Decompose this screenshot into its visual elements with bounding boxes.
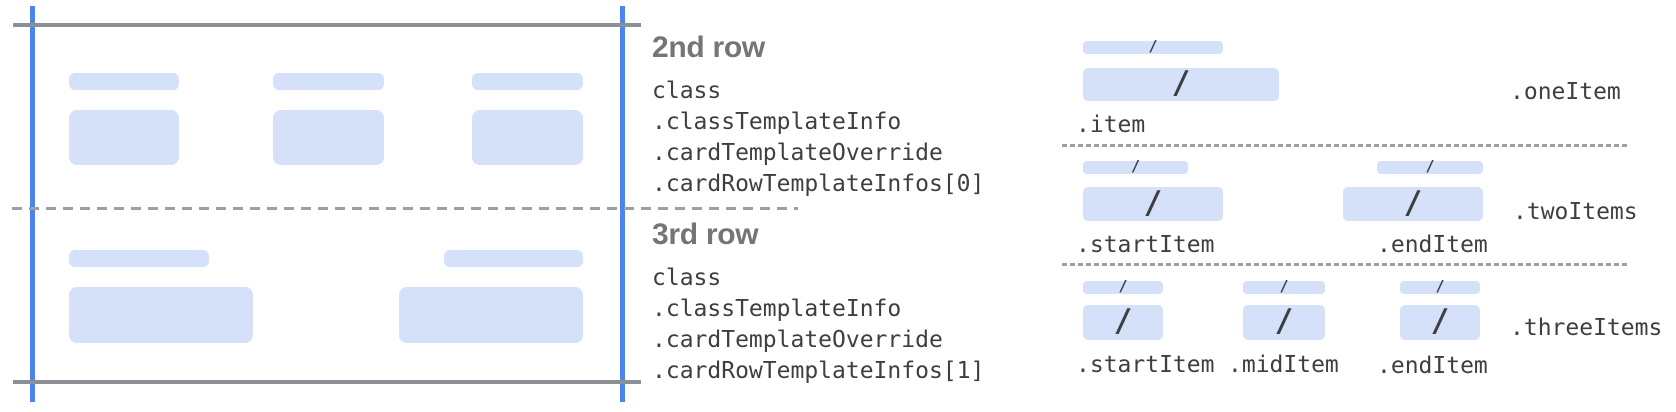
row2-heading: 2nd row [652, 31, 765, 64]
field-value-placeholder [472, 110, 583, 165]
card-top-line [13, 23, 641, 27]
slash-glyph: / [1435, 277, 1445, 295]
item-small-bar: / [1083, 157, 1188, 175]
item-small-bar: / [1083, 37, 1223, 55]
slash-glyph: / [1425, 157, 1435, 175]
field-label-placeholder [69, 250, 209, 267]
field-value-placeholder [273, 110, 384, 165]
code-line: .classTemplateInfo [652, 109, 902, 135]
item-large-bar: / [1343, 187, 1483, 221]
section-label-twoitems: .twoItems [1513, 199, 1638, 225]
item-large-bar: / [1083, 68, 1279, 101]
code-line: .cardTemplateOverride [652, 140, 943, 166]
item-small-bar: / [1400, 277, 1480, 295]
code-line: .cardTemplateOverride [652, 327, 943, 353]
row3-code-path: class .classTemplateInfo .cardTemplateOv… [652, 263, 984, 387]
slash-glyph: / [1274, 303, 1294, 339]
item-label: .startItem [1076, 232, 1215, 258]
item-label: .midItem [1228, 352, 1339, 378]
code-line: class [652, 265, 722, 291]
item-large-bar: / [1400, 305, 1480, 340]
item-large-bar: / [1083, 305, 1163, 340]
row-divider-dashed-line [12, 207, 798, 210]
card-bottom-line [13, 380, 641, 384]
field-label-placeholder [472, 73, 583, 90]
slash-glyph: / [1130, 157, 1141, 175]
item-small-bar: / [1083, 277, 1163, 295]
field-value-placeholder [69, 287, 253, 343]
slash-glyph: / [1143, 184, 1163, 221]
row3-heading: 3rd row [652, 218, 759, 251]
section-divider-dotted-line [1062, 144, 1630, 147]
slash-glyph: / [1430, 303, 1450, 339]
section-label-oneitem: .oneItem [1510, 79, 1621, 105]
field-value-placeholder [69, 110, 179, 165]
item-small-bar: / [1243, 277, 1325, 295]
slash-glyph: / [1118, 277, 1128, 295]
section-divider-dotted-line [1062, 263, 1630, 266]
item-label: .endItem [1377, 232, 1488, 258]
slash-glyph: / [1403, 184, 1423, 221]
field-label-placeholder [444, 250, 583, 267]
slash-glyph: / [1113, 303, 1133, 339]
code-line: .cardRowTemplateInfos[0] [652, 171, 985, 197]
code-line: class [652, 78, 722, 104]
item-large-bar: / [1243, 305, 1325, 340]
item-label: .item [1076, 112, 1146, 138]
slash-glyph: / [1171, 65, 1191, 101]
section-label-threeitems: .threeItems [1510, 315, 1663, 341]
slash-glyph: / [1279, 277, 1289, 295]
item-label: .endItem [1377, 353, 1488, 379]
field-value-placeholder [399, 287, 583, 343]
code-line: .cardRowTemplateInfos[1] [652, 358, 985, 384]
slash-glyph: / [1148, 37, 1158, 55]
code-line: .classTemplateInfo [652, 296, 902, 322]
item-small-bar: / [1377, 157, 1483, 175]
card-left-edge-line [30, 6, 35, 402]
field-label-placeholder [273, 73, 384, 90]
card-right-edge-line [620, 6, 625, 402]
item-large-bar: / [1083, 187, 1223, 221]
item-label: .startItem [1076, 352, 1215, 378]
row2-code-path: class .classTemplateInfo .cardTemplateOv… [652, 76, 984, 200]
field-label-placeholder [69, 73, 179, 90]
